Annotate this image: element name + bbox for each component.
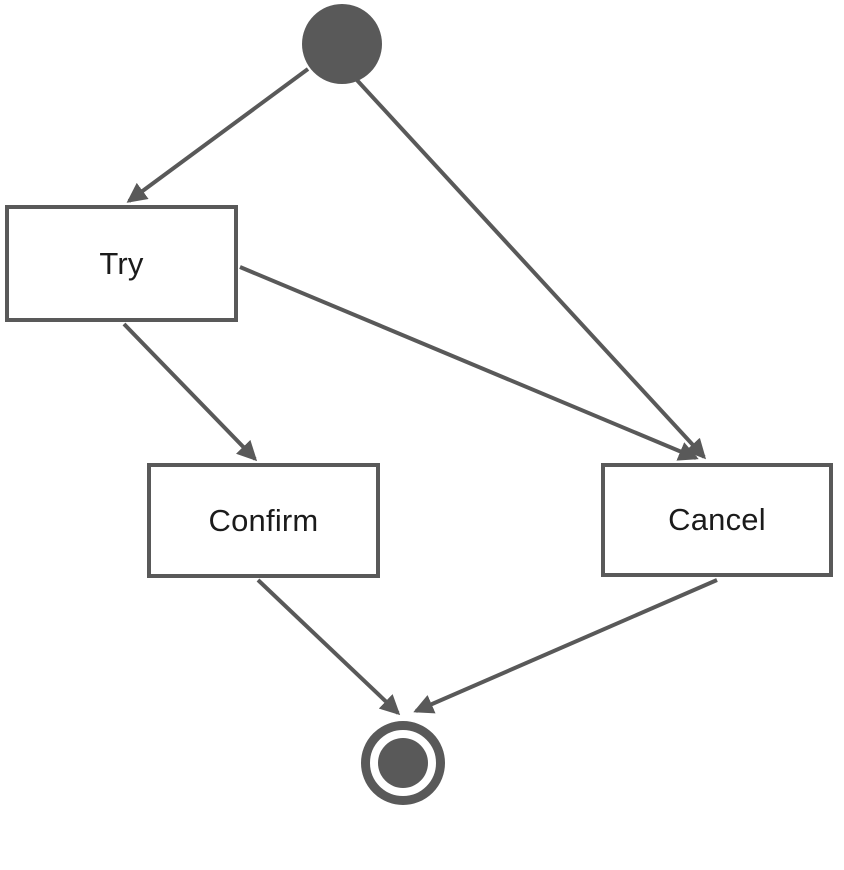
transition-edge-initial-cancel (353, 76, 707, 460)
state-node-confirm: Confirm (147, 463, 380, 578)
final-state-node (361, 721, 445, 805)
final-state-inner-dot (378, 738, 428, 788)
state-node-try: Try (5, 205, 238, 322)
state-label-cancel: Cancel (668, 502, 766, 537)
transition-edge-cancel-final (413, 578, 718, 714)
transition-edge-confirm-final (256, 578, 401, 716)
state-label-confirm: Confirm (208, 502, 319, 538)
transition-edge-try-cancel (239, 265, 699, 461)
transition-edge-initial-try (126, 67, 310, 203)
initial-state-node (302, 4, 382, 84)
state-label-try: Try (99, 245, 144, 281)
transition-edge-try-confirm (122, 322, 258, 462)
state-node-cancel: Cancel (601, 463, 833, 577)
